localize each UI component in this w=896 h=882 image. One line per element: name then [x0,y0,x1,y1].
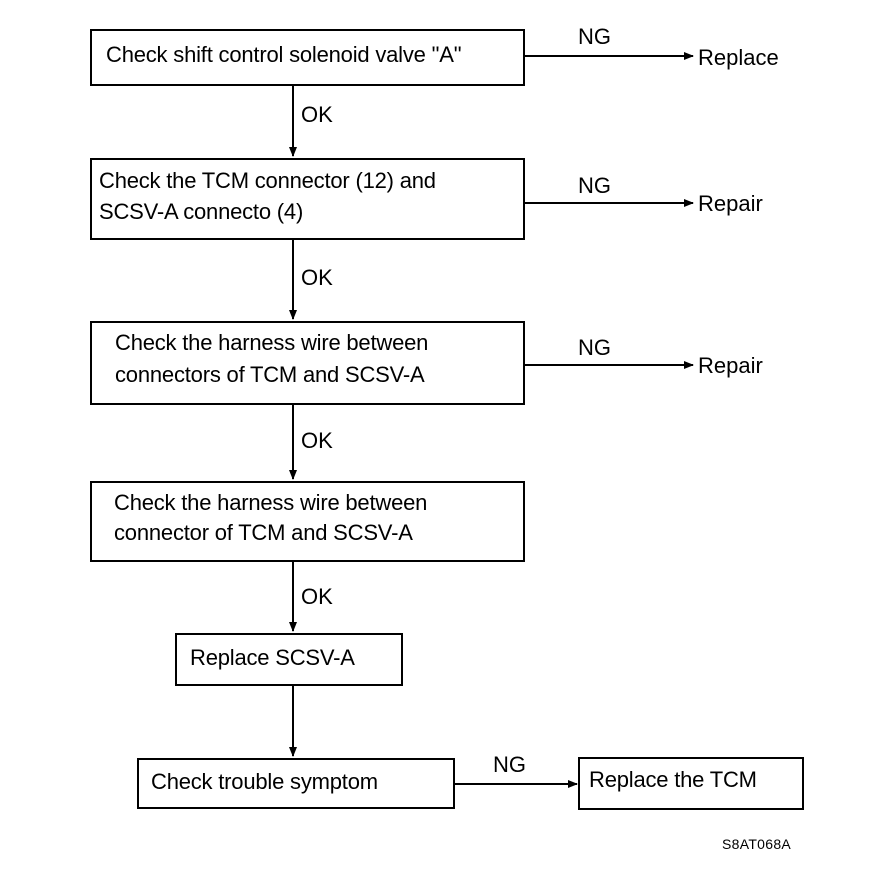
step-3-result: Repair [698,353,763,378]
step-3-line-2: connectors of TCM and SCSV-A [115,362,425,387]
step-2-line-1: Check the TCM connector (12) and [99,168,436,193]
step-2-result: Repair [698,191,763,216]
step-4-box [90,481,525,562]
ok-label-4: OK [301,584,333,609]
step-6-text: Check trouble symptom [151,769,378,794]
step-3-ng-label: NG [578,335,611,360]
step-4-line-2: connector of TCM and SCSV-A [114,520,413,545]
step-3-line-1: Check the harness wire between [115,330,429,355]
step-5-text: Replace SCSV-A [190,645,355,670]
ok-label-1: OK [301,102,333,127]
step-1-box [90,29,525,86]
step-1-ng-label: NG [578,24,611,49]
figure-code: S8AT068A [722,836,792,852]
step-2-box [90,158,525,240]
step-2-line-2: SCSV-A connecto (4) [99,199,304,224]
step-7-text: Replace the TCM [589,767,757,792]
ok-label-3: OK [301,428,333,453]
step-2-ng-label: NG [578,173,611,198]
step-6-box [137,758,455,809]
step-6-ng-label: NG [493,752,526,777]
step-4-line-1: Check the harness wire between [114,490,428,515]
ok-label-2: OK [301,265,333,290]
step-3-box [90,321,525,405]
step-5-box [175,633,403,686]
step-7-box [578,757,804,810]
step-1-text: Check shift control solenoid valve "A" [106,42,462,67]
step-1-result: Replace [698,45,779,70]
